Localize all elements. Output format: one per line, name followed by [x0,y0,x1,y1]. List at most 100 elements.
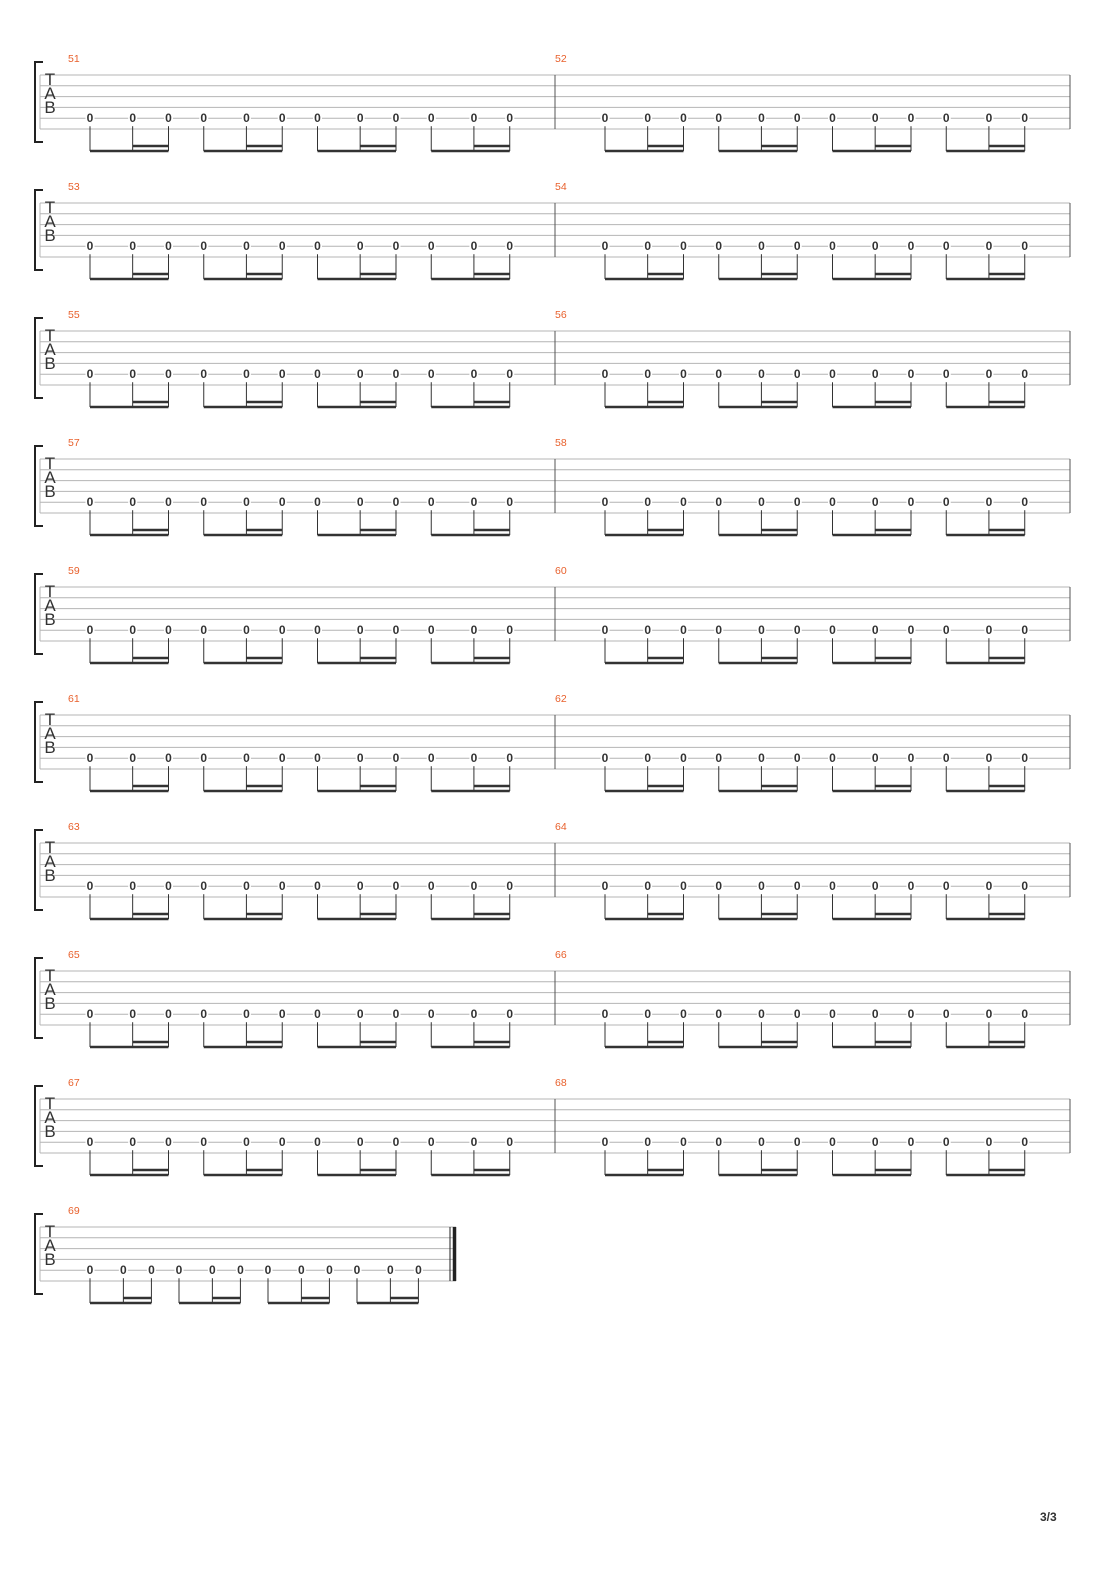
fret-backing [678,368,688,381]
tab-clef-letter: A [44,724,56,743]
fret-number: 0 [279,623,286,637]
fret-backing [714,1136,724,1149]
fret-number: 0 [1021,111,1028,125]
fret-number: 0 [279,495,286,509]
fret-backing [1020,496,1030,509]
fret-number: 0 [715,111,722,125]
fret-backing [128,624,138,637]
fret-backing [505,880,515,893]
fret-backing [505,240,515,253]
fret-number: 0 [986,1007,993,1021]
fret-backing [828,880,837,893]
fret-backing [756,1136,766,1149]
fret-number: 0 [428,879,435,893]
fret-backing [906,496,916,509]
fret-backing [906,624,916,637]
fret-number: 0 [872,1135,879,1149]
fret-backing [870,1136,880,1149]
fret-number: 0 [794,623,801,637]
tab-clef-letter: T [45,582,55,601]
fret-number: 0 [471,495,478,509]
fret-backing [941,240,951,253]
fret-number: 0 [393,623,400,637]
fret-backing [756,368,766,381]
fret-backing [678,240,688,253]
measure-number: 66 [555,949,567,961]
fret-backing [355,752,365,765]
fret-number: 0 [794,879,801,893]
fret-backing [792,624,802,637]
fret-backing [313,240,322,253]
fret-backing [426,880,436,893]
fret-number: 0 [1021,367,1028,381]
fret-number: 0 [680,623,687,637]
fret-backing [313,624,322,637]
measure-number: 58 [555,437,567,449]
fret-number: 0 [357,367,364,381]
tab-clef-letter: B [44,866,55,885]
fret-backing [313,1136,322,1149]
fret-number: 0 [200,239,207,253]
fret-number: 0 [715,495,722,509]
fret-number: 0 [908,495,915,509]
fret-number: 0 [986,239,993,253]
fret-number: 0 [87,367,94,381]
fret-number: 0 [357,1135,364,1149]
fret-backing [828,112,837,125]
fret-number: 0 [87,623,94,637]
fret-number: 0 [165,1135,172,1149]
fret-number: 0 [680,239,687,253]
fret-number: 0 [602,623,609,637]
system-bracket [34,1213,43,1295]
fret-number: 0 [200,879,207,893]
tab-clef-letter: A [44,980,56,999]
fret-backing [714,752,724,765]
fret-backing [792,240,802,253]
fret-backing [199,368,209,381]
fret-backing [296,1264,306,1277]
measure-number: 61 [68,693,80,705]
fret-backing [355,368,365,381]
fret-backing [199,624,209,637]
fret-number: 0 [943,1135,950,1149]
fret-backing [1020,112,1030,125]
fret-backing [85,240,95,253]
fret-number: 0 [908,1007,915,1021]
fret-backing [163,368,173,381]
fret-backing [941,1008,951,1021]
fret-backing [128,240,138,253]
fret-backing [85,496,95,509]
fret-backing [118,1264,128,1277]
tab-clef-letter: T [45,1222,55,1241]
fret-backing [600,112,610,125]
fret-number: 0 [680,495,687,509]
fret-number: 0 [326,1263,333,1277]
tab-clef-letter: A [44,84,56,103]
fret-backing [505,1136,515,1149]
tab-clef-letter: A [44,852,56,871]
fret-number: 0 [314,111,321,125]
fret-number: 0 [279,239,286,253]
fret-number: 0 [200,1007,207,1021]
tab-clef-letter: A [44,1236,56,1255]
fret-backing [828,368,837,381]
fret-number: 0 [794,495,801,509]
fret-backing [391,880,401,893]
fret-number: 0 [129,623,136,637]
measure-number: 60 [555,565,567,577]
fret-backing [828,1136,837,1149]
fret-backing [756,496,766,509]
fret-number: 0 [1021,1135,1028,1149]
fret-backing [643,624,653,637]
fret-number: 0 [758,367,765,381]
fret-number: 0 [644,1135,651,1149]
fret-backing [714,496,724,509]
measure-number: 52 [555,53,567,65]
measure-number: 68 [555,1077,567,1089]
fret-backing [391,368,401,381]
fret-backing [678,496,688,509]
fret-backing [941,880,951,893]
